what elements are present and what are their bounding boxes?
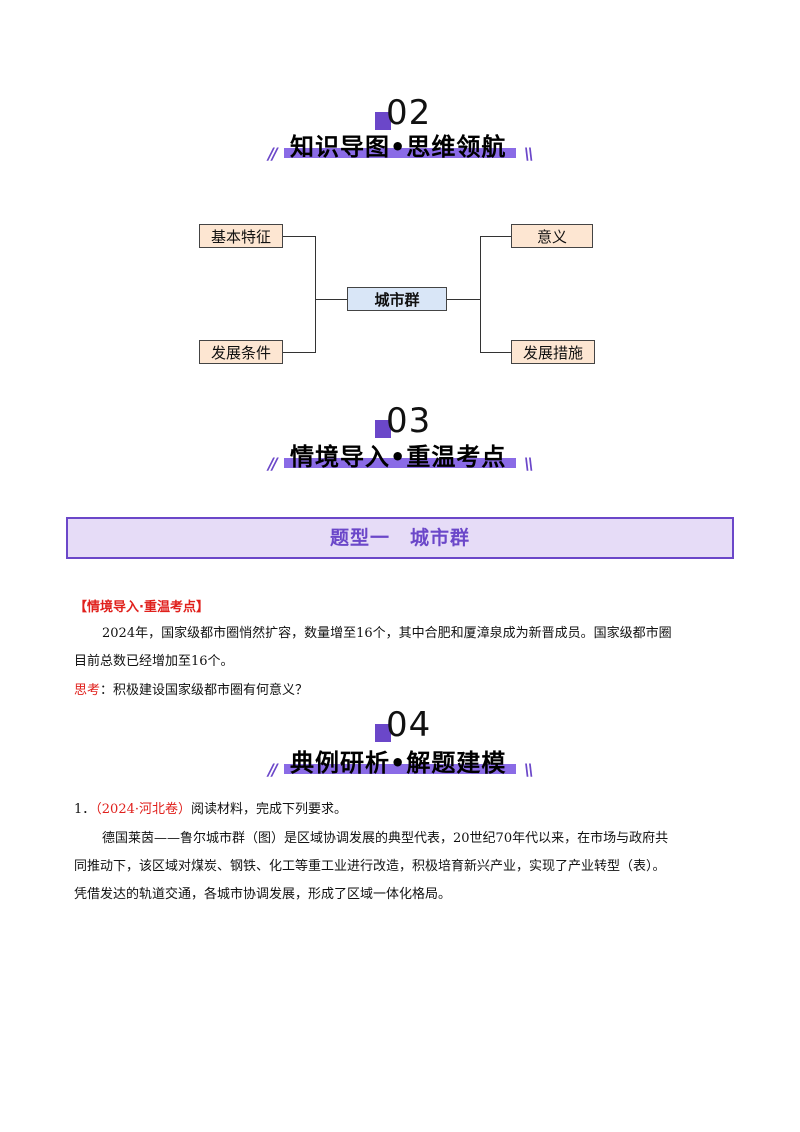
connector-line — [283, 352, 315, 353]
context-paragraph-line-1: 2024年，国家级都市圈悄然扩容，数量增至16个，其中合肥和厦漳泉成为新晋成员。… — [102, 626, 672, 641]
question-type-banner: 题型一 城市群 — [66, 517, 734, 559]
material-line-3: 凭借发达的轨道交通，各城市协调发展，形成了区域一体化格局。 — [74, 887, 452, 902]
section-02-header: 02 // 知识导图•思维领航 \\ — [0, 88, 800, 178]
question-number: 1． — [74, 802, 96, 817]
connector-line — [447, 299, 480, 300]
question-instruction: 阅读材料，完成下列要求。 — [191, 802, 348, 817]
right-slash-decoration: \\ — [524, 454, 534, 473]
connector-line — [480, 352, 511, 353]
right-slash-decoration: \\ — [524, 144, 534, 163]
connector-line — [315, 299, 347, 300]
question-source: （2024·河北卷） — [95, 802, 191, 817]
mindmap-node-center: 城市群 — [347, 287, 447, 311]
title-underline — [284, 764, 516, 774]
section-number: 03 — [386, 401, 432, 441]
left-slash-decoration: // — [268, 454, 278, 473]
connector-line — [283, 236, 315, 237]
think-line: 思考：积极建设国家级都市圈有何意义？ — [74, 683, 308, 699]
mindmap-node-basic-features: 基本特征 — [199, 224, 283, 248]
mindmap-node-measures: 发展措施 — [511, 340, 595, 364]
section-title: 情境导入•重温考点 — [290, 443, 507, 471]
section-title: 知识导图•思维领航 — [290, 133, 507, 161]
think-question: ：积极建设国家级都市圈有何意义？ — [100, 683, 309, 698]
left-slash-decoration: // — [268, 760, 278, 779]
title-underline — [284, 458, 516, 468]
section-number-marker — [375, 420, 391, 438]
section-number-marker — [375, 112, 391, 130]
connector-line — [315, 236, 316, 353]
context-paragraph-line-2: 目前总数已经增加至16个。 — [74, 654, 234, 669]
section-04-header: 04 // 典例研析•解题建模 \\ — [0, 702, 800, 792]
section-title: 典例研析•解题建模 — [290, 749, 507, 777]
mindmap-node-development-conditions: 发展条件 — [199, 340, 283, 364]
title-underline — [284, 148, 516, 158]
material-line-1: 德国莱茵——鲁尔城市群（图）是区域协调发展的典型代表，20世纪70年代以来，在市… — [102, 831, 669, 846]
mindmap-node-significance: 意义 — [511, 224, 593, 248]
think-label: 思考 — [74, 683, 101, 698]
left-slash-decoration: // — [268, 144, 278, 163]
section-number-marker — [375, 724, 391, 742]
connector-line — [480, 236, 511, 237]
right-slash-decoration: \\ — [524, 760, 534, 779]
section-number: 04 — [386, 705, 432, 745]
section-03-header: 03 // 情境导入•重温考点 \\ — [0, 398, 800, 488]
section-number: 02 — [386, 93, 432, 133]
material-line-2: 同推动下，该区域对煤炭、钢铁、化工等重工业进行改造，积极培育新兴产业，实现了产业… — [74, 859, 666, 874]
context-heading: 【情境导入·重温考点】 — [74, 600, 209, 615]
question-1-header: 1．（2024·河北卷）阅读材料，完成下列要求。 — [74, 802, 347, 818]
connector-line — [480, 236, 481, 353]
